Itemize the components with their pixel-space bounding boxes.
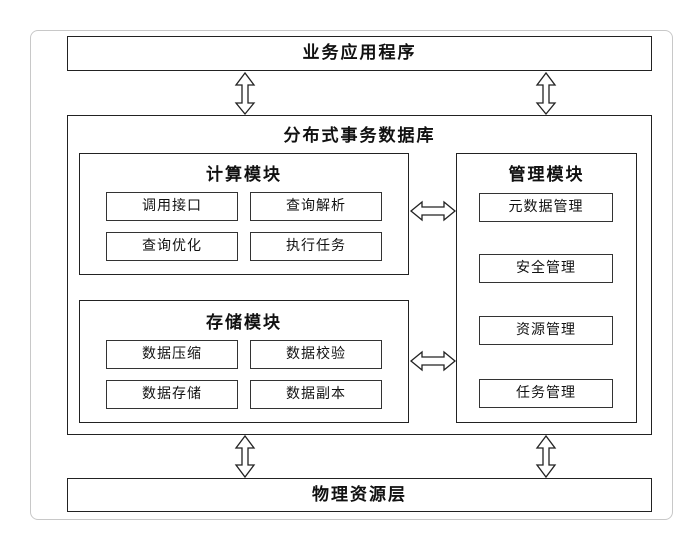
- storage-module-title: 存储模块: [206, 313, 282, 333]
- compute-module-title: 计算模块: [206, 165, 282, 185]
- storage-item-store: 数据存储: [106, 380, 238, 409]
- physical-resource-layer: 物理资源层: [67, 478, 652, 512]
- management-item-metadata: 元数据管理: [479, 193, 613, 222]
- arrow-top-right-icon: [535, 71, 557, 116]
- compute-item-query-parse: 查询解析: [250, 192, 382, 221]
- arrow-storage-management-icon: [409, 350, 457, 372]
- physical-resource-label: 物理资源层: [312, 485, 407, 505]
- management-item-resource: 资源管理: [479, 316, 613, 345]
- compute-item-execute-task: 执行任务: [250, 232, 382, 261]
- business-application-layer: 业务应用程序: [67, 36, 652, 71]
- arrow-top-left-icon: [234, 71, 256, 116]
- compute-item-query-optimize: 查询优化: [106, 232, 238, 261]
- management-item-security: 安全管理: [479, 254, 613, 283]
- arrow-bottom-right-icon: [535, 434, 557, 479]
- business-application-label: 业务应用程序: [302, 43, 417, 63]
- management-item-task: 任务管理: [479, 379, 613, 408]
- arrow-compute-management-icon: [409, 200, 457, 222]
- management-module-title: 管理模块: [508, 165, 585, 185]
- distributed-database-title: 分布式事务数据库: [283, 126, 436, 146]
- storage-item-replica: 数据副本: [250, 380, 382, 409]
- storage-item-compress: 数据压缩: [106, 340, 238, 369]
- compute-item-call-interface: 调用接口: [106, 192, 238, 221]
- storage-item-verify: 数据校验: [250, 340, 382, 369]
- arrow-bottom-left-icon: [234, 434, 256, 479]
- outer-frame: [30, 30, 673, 520]
